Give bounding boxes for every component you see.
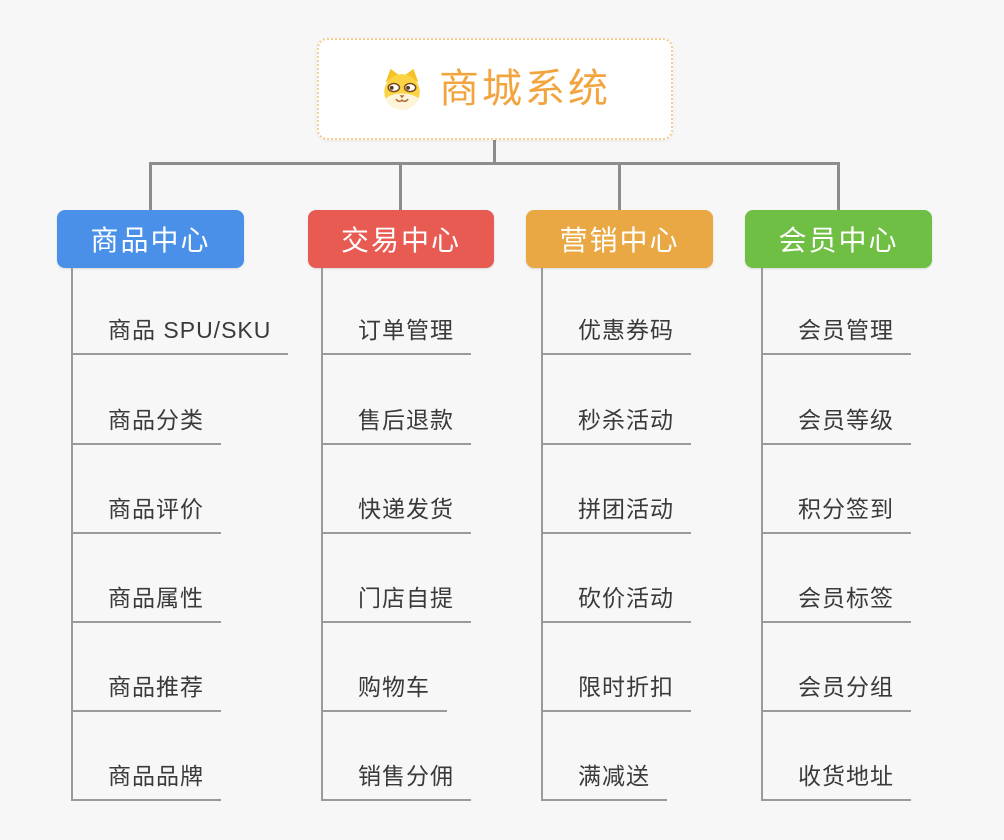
child-node[interactable]: 快递发货 [323, 494, 471, 534]
connector-drop-branch-4 [837, 162, 840, 210]
root-node[interactable]: 商城系统 [317, 38, 673, 140]
connector-root-drop [493, 140, 496, 165]
child-node[interactable]: 砍价活动 [543, 583, 691, 623]
branch-title: 交易中心 [340, 225, 461, 256]
child-node[interactable]: 积分签到 [763, 494, 911, 534]
child-node[interactable]: 订单管理 [323, 315, 471, 355]
branch-trunk-member-center: 会员管理 会员等级 积分签到 会员标签 会员分组 收货地址 [761, 268, 911, 801]
child-node[interactable]: 收货地址 [763, 761, 911, 801]
child-node[interactable]: 销售分佣 [323, 761, 471, 801]
root-title: 商城系统 [439, 67, 611, 111]
child-node[interactable]: 会员分组 [763, 672, 911, 712]
branch-node-product-center[interactable]: 商品中心 [57, 210, 244, 268]
child-node[interactable]: 秒杀活动 [543, 405, 691, 445]
branch-title: 营销中心 [559, 225, 680, 256]
connector-drop-branch-1 [149, 162, 152, 210]
child-node[interactable]: 会员等级 [763, 405, 911, 445]
child-node[interactable]: 商品品牌 [73, 761, 221, 801]
child-node[interactable]: 商品属性 [73, 583, 221, 623]
branch-trunk-product-center: 商品 SPU/SKU 商品分类 商品评价 商品属性 商品推荐 商品品牌 [71, 268, 289, 801]
child-node[interactable]: 商品推荐 [73, 672, 221, 712]
connector-drop-branch-3 [618, 162, 621, 210]
branch-trunk-marketing-center: 优惠券码 秒杀活动 拼团活动 砍价活动 限时折扣 满减送 [541, 268, 691, 801]
branch-node-marketing-center[interactable]: 营销中心 [526, 210, 713, 268]
child-node[interactable]: 商品评价 [73, 494, 221, 534]
child-node[interactable]: 门店自提 [323, 583, 471, 623]
connector-drop-branch-2 [399, 162, 402, 210]
branch-node-member-center[interactable]: 会员中心 [745, 210, 932, 268]
child-node[interactable]: 购物车 [323, 672, 447, 712]
child-node[interactable]: 满减送 [543, 761, 667, 801]
child-node[interactable]: 售后退款 [323, 405, 471, 445]
branch-trunk-trade-center: 订单管理 售后退款 快递发货 门店自提 购物车 销售分佣 [321, 268, 471, 801]
branch-title: 会员中心 [778, 225, 899, 256]
branch-title: 商品中心 [90, 225, 211, 256]
shiba-dog-icon [384, 68, 420, 110]
child-node[interactable]: 优惠券码 [543, 315, 691, 355]
connector-horizontal-bar [149, 162, 840, 165]
child-node[interactable]: 会员标签 [763, 583, 911, 623]
child-node[interactable]: 商品 SPU/SKU [73, 315, 289, 355]
child-node[interactable]: 限时折扣 [543, 672, 691, 712]
branch-node-trade-center[interactable]: 交易中心 [308, 210, 494, 268]
child-node[interactable]: 商品分类 [73, 405, 221, 445]
child-node[interactable]: 拼团活动 [543, 494, 691, 534]
child-node[interactable]: 会员管理 [763, 315, 911, 355]
